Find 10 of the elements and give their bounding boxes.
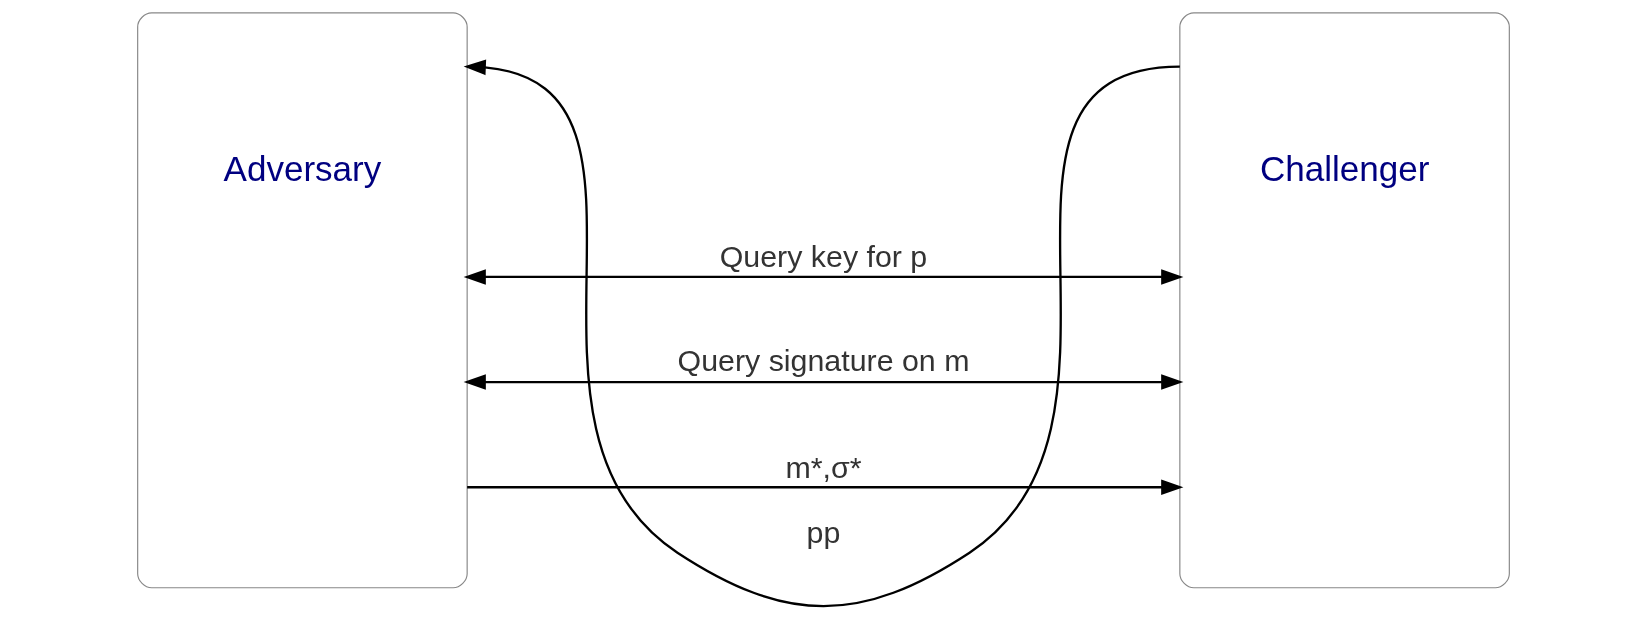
node-box: Adversary: [137, 12, 468, 589]
edge-label: pp: [806, 516, 841, 550]
edge-label: m*,σ*: [785, 450, 862, 484]
node-box: Challenger: [1179, 12, 1510, 589]
arrow: [463, 269, 1184, 285]
arrow: [463, 59, 1180, 608]
edge-label: Query signature on m: [677, 344, 970, 378]
arrow: [467, 479, 1184, 495]
arrow: [463, 374, 1184, 390]
edge-label: Query key for p: [719, 240, 928, 274]
